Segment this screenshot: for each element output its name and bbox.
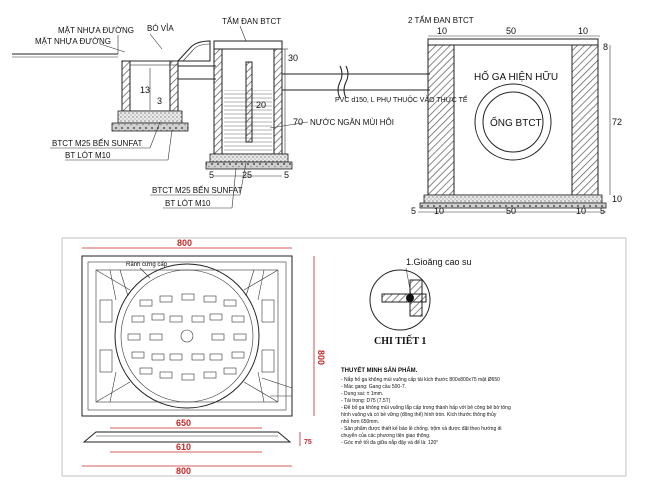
dim-rb-10a: 10 — [434, 206, 444, 216]
spec-line: nhỏ hơn 650mm. — [341, 418, 379, 425]
label-cover-right: 2 TẤM ĐAN BTCT — [408, 15, 474, 25]
spec-line: - Dung sai: ± 1mm. — [341, 391, 383, 397]
spec-title: THUYẾT MINH SẢN PHẨM. — [341, 367, 418, 374]
cover-sheet: 800 — [61, 237, 627, 477]
dim-bot-5a: 5 — [209, 170, 214, 180]
dim-w610: 610 — [176, 442, 191, 452]
dim-top-50: 50 — [506, 26, 516, 36]
label-pointer: Rãnh cứng cấp — [126, 262, 168, 268]
dim-w800: 800 — [176, 466, 191, 476]
spec-line: - Góc mở tối đa giữa nắp đậy và để là: 1… — [341, 439, 438, 446]
spec-line: - Mác gang: Gang cầu 500-7. — [341, 384, 406, 390]
label-cover-left: TẤM ĐAN BTCT — [222, 16, 281, 26]
label-base2-mid: BT LÓT M10 — [165, 199, 211, 208]
spec-line: - Sản phẩm được thiết kế bảo lề chống. t… — [341, 425, 502, 432]
spec-line: hình vuông và có bề vững (đông thể) hình… — [341, 411, 497, 418]
spec-line: chuyển của các phương tiện giao thông. — [341, 432, 430, 439]
dim-height-right: 800 — [316, 350, 326, 365]
label-concrete-pipe: ỐNG BTCT — [490, 115, 542, 129]
dim-bot-25: 25 — [242, 170, 252, 180]
label-water-seal: NƯỚC NGĂN MÙI HÔI — [310, 118, 394, 127]
dim-mid-70: 70 — [293, 117, 303, 127]
dim-mid-20: 20 — [256, 100, 266, 110]
dim-top-8: 8 — [603, 42, 608, 52]
label-base1-left: BTCT M25 BẾN SUNFAT — [52, 138, 143, 148]
dim-rb-5b: 5 — [600, 206, 605, 216]
dim-mid-30: 30 — [288, 53, 298, 63]
spec-line: - Tải trọng: D75 (7,5T) — [341, 398, 391, 404]
dim-rb-50: 50 — [506, 206, 516, 216]
dim-top-10: 10 — [437, 26, 447, 36]
cover-pattern — [127, 293, 247, 381]
label-pipe: PVC d150, L PHỤ THUỘC VÀO THỰC TẾ — [335, 94, 468, 104]
label-base1-mid: BTCT M25 BẾN SUNFAT — [152, 185, 243, 195]
label-base2-left: BT LÓT M10 — [65, 151, 111, 160]
dim-width-top: 800 — [177, 238, 192, 248]
spec-list: - Nắp hố ga không mùi vuông cấp tải kích… — [341, 376, 511, 446]
detail-callout: 1.Gioăng cao su — [406, 257, 472, 267]
dim-right-10: 10 — [612, 194, 622, 204]
dim-top-10b: 10 — [578, 26, 588, 36]
dim-w650: 650 — [176, 418, 191, 428]
label-existing-pit: HỐ GA HIỆN HỮU — [474, 69, 558, 83]
dim-right-72: 72 — [612, 117, 622, 127]
dim-rb-5a: 5 — [411, 206, 416, 216]
spec-line: - Để bố ga không mùi vuông lắp cấp trong… — [341, 404, 511, 411]
label-curb: BÓ VỈA — [147, 24, 174, 33]
label-road1: MẶT NHỰA ĐƯỜNG — [58, 26, 134, 35]
dim-left-3: 3 — [157, 96, 162, 106]
dim-rb-10b: 10 — [576, 206, 586, 216]
section-view: MẶT NHỰA ĐƯỜNG MẶT NHỰA ĐƯỜNG BÓ VỈA 13 … — [12, 15, 622, 216]
dim-left-13: 13 — [140, 85, 150, 95]
dim-bot-5b: 5 — [284, 170, 289, 180]
spec-line: - Nắp hố ga không mùi vuông cấp tải kích… — [341, 376, 500, 383]
dim-h75: 75 — [304, 439, 312, 446]
detail-title: CHI TIẾT 1 — [374, 334, 426, 347]
label-road2: MẶT NHỰA ĐƯỜNG — [35, 37, 111, 46]
